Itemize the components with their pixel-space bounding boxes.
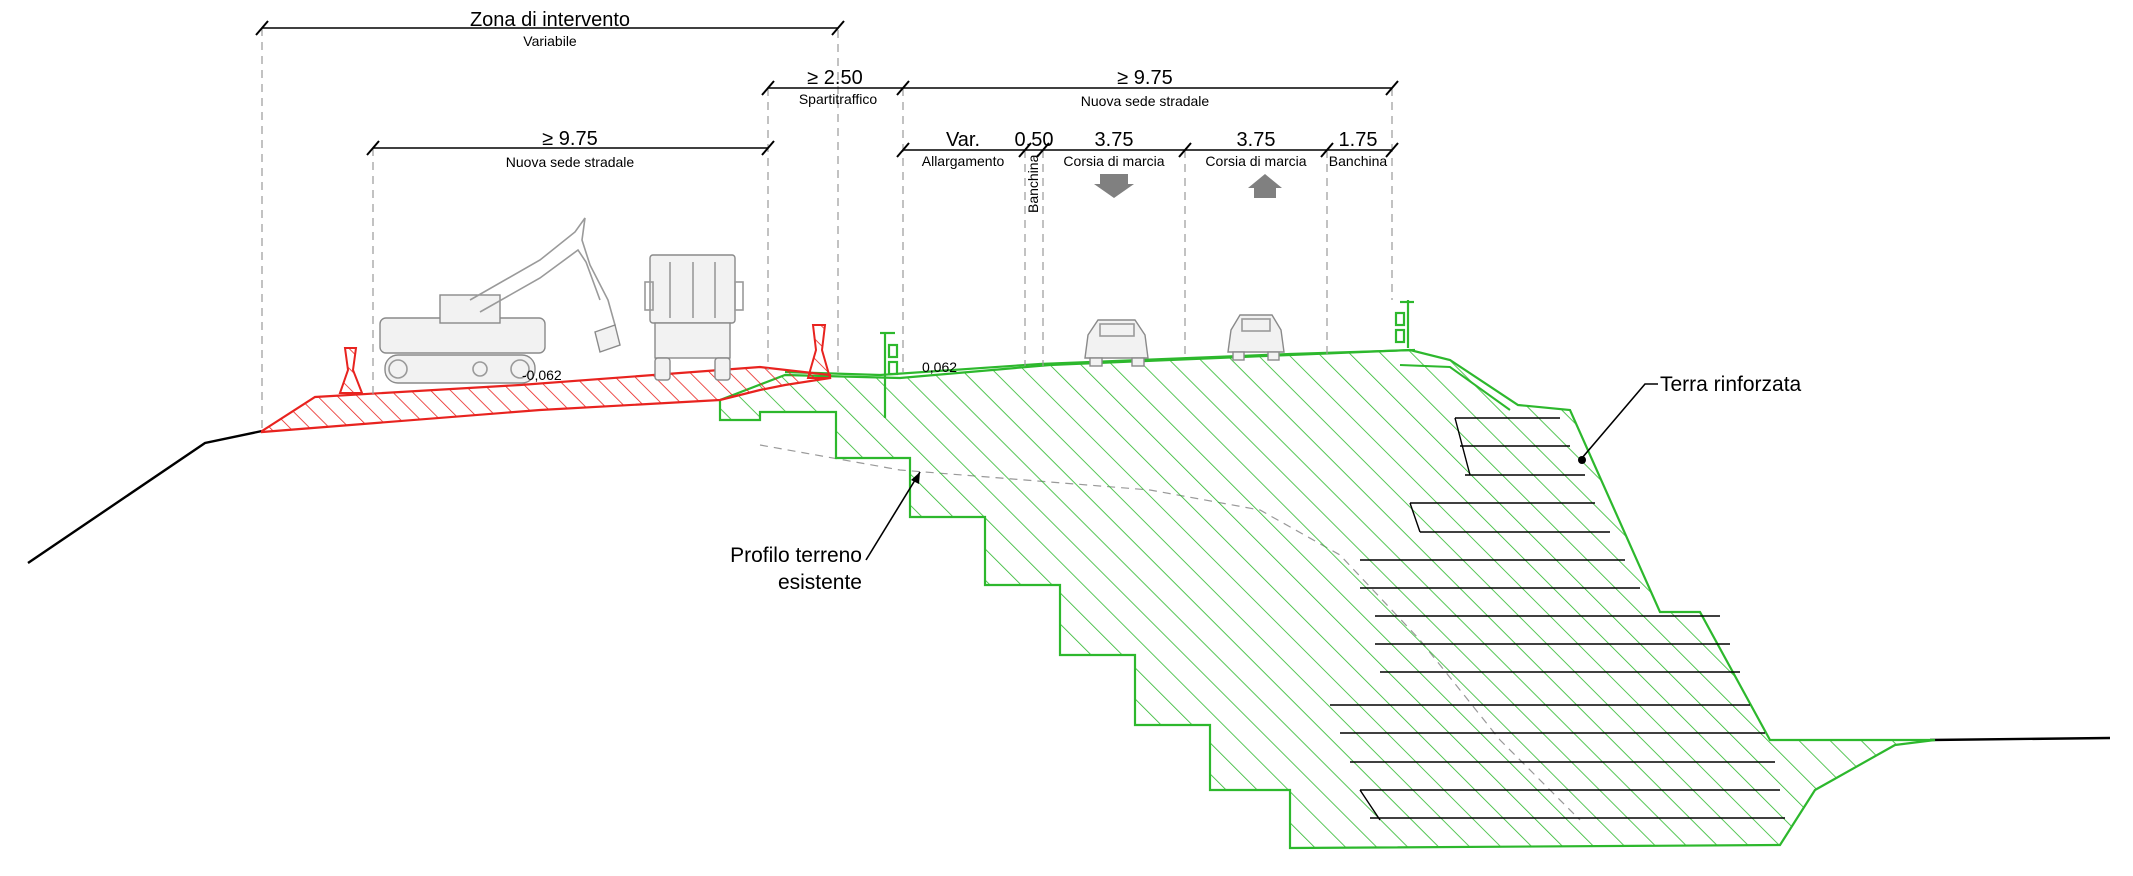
dump-truck [644, 254, 744, 381]
ground-left [27, 429, 263, 564]
dim-zona-sub: Variabile [523, 33, 577, 49]
dim-zona-label: Zona di intervento [470, 9, 630, 31]
new-road-surface [784, 348, 1416, 377]
annotation-terra-rinforzata: Terra rinforzata [1660, 373, 1802, 396]
dimension-lines [255, 20, 1399, 158]
lane-banchina-right-sub: Banchina [1329, 153, 1388, 169]
guide-lines [261, 28, 1393, 430]
geogrid-layers [1330, 417, 1785, 821]
leader-dot [1578, 456, 1586, 464]
car-left-lane [1084, 319, 1149, 367]
slope-left-label: -0,062 [522, 367, 562, 383]
leader-profile-arrowhead [911, 472, 920, 484]
lane-banchina-left-value: 0.50 [1015, 129, 1054, 151]
lane-1-sub: Corsia di marcia [1063, 153, 1164, 169]
excavator [379, 217, 621, 384]
guardrail-right [1394, 300, 1414, 348]
lane-banchina-right-value: 1.75 [1339, 129, 1378, 151]
arrow-up-icon [1248, 174, 1282, 198]
leader-terra-rinforzata [1581, 383, 1658, 459]
dim-right-road-label: ≥ 9.75 [1117, 67, 1172, 89]
lane-2-value: 3.75 [1237, 129, 1276, 151]
lane-banchina-left-sub: Banchina [1025, 154, 1041, 213]
car-right-lane [1227, 314, 1285, 361]
annotation-profile-line2: esistente [778, 571, 862, 594]
jersey-barrier-left [338, 347, 364, 394]
lane-1-value: 3.75 [1095, 129, 1134, 151]
dim-left-road-label: ≥ 9.75 [542, 128, 597, 150]
dim-left-road-sub: Nuova sede stradale [506, 154, 635, 170]
dim-right-road-sub: Nuova sede stradale [1081, 93, 1210, 109]
arrow-down-icon [1094, 174, 1134, 198]
embankment-top-inner [1399, 364, 1511, 411]
guardrail-median [880, 331, 899, 418]
existing-works-layer [260, 365, 832, 434]
lane-allargamento-value: Var. [946, 129, 980, 151]
dim-median-sub: Spartitraffico [799, 91, 878, 107]
leader-profile [865, 471, 921, 561]
new-embankment [718, 348, 1936, 850]
dim-median-label: ≥ 2.50 [807, 67, 862, 89]
ground-right [1929, 736, 2111, 742]
slope-right-label: 0,062 [922, 359, 957, 375]
jersey-barrier-median [806, 324, 832, 379]
lane-allargamento-sub: Allargamento [922, 153, 1005, 169]
lane-2-sub: Corsia di marcia [1205, 153, 1306, 169]
annotation-profile-line1: Profilo terreno [730, 544, 862, 567]
